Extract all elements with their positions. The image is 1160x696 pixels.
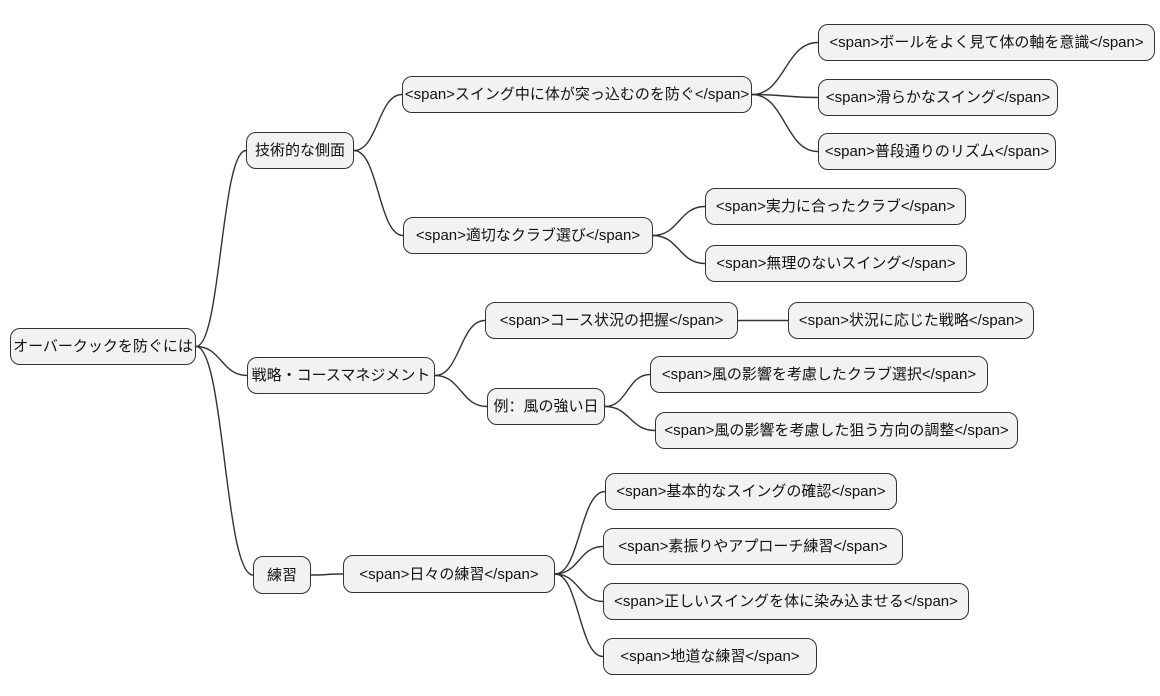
node-label: オーバークックを防ぐには (13, 338, 193, 355)
edge-root-prac (195, 345, 254, 576)
edge-root-tech (195, 149, 247, 348)
edge-root-strat (195, 345, 248, 377)
edge-p1-p1c (554, 573, 604, 603)
edge-tech-t1 (353, 93, 403, 152)
diagram-node-t1c: <span>普段通りのリズム</span> (818, 133, 1056, 170)
diagram-node-t2a: <span>実力に合ったクラブ</span> (705, 188, 966, 225)
node-label: 戦略・コースマネジメント (251, 367, 431, 384)
diagram-node-p1a: <span>基本的なスイングの確認</span> (605, 473, 897, 510)
diagram-node-s1: <span>コース状況の把握</span> (485, 302, 738, 339)
diagram-node-s2: 例：風の強い日 (487, 388, 605, 425)
diagram-node-t1b: <span>滑らかなスイング</span> (818, 79, 1058, 116)
node-label: <span>風の影響を考慮したクラブ選択</span> (661, 366, 977, 383)
node-label: <span>日々の練習</span> (359, 565, 539, 583)
edge-strat-s1 (434, 319, 486, 377)
edge-p1-p1a (554, 490, 606, 575)
edge-t2-t2a (652, 205, 706, 237)
edge-p1-p1b (554, 545, 604, 575)
diagram-node-s2b: <span>風の影響を考慮した狙う方向の調整</span> (655, 412, 1018, 449)
node-label: <span>無理のないスイング</span> (716, 255, 956, 272)
node-label: <span>素振りやアプローチ練習</span> (618, 538, 888, 555)
diagram-node-s2a: <span>風の影響を考慮したクラブ選択</span> (650, 356, 988, 393)
diagram-node-tech: 技術的な側面 (246, 132, 354, 169)
edge-s2-s2a (604, 373, 651, 408)
diagram-node-s1a: <span>状況に応じた戦略</span> (788, 302, 1034, 339)
diagram-node-p1: <span>日々の練習</span> (343, 555, 555, 593)
diagram-node-t1a: <span>ボールをよく見て体の軸を意識</span> (818, 24, 1155, 61)
edge-prac-p1 (310, 573, 344, 576)
edge-t2-t2b (652, 234, 706, 265)
node-label: <span>コース状況の把握</span> (499, 312, 724, 329)
diagram-node-prac: 練習 (253, 556, 311, 594)
node-label: 練習 (266, 566, 297, 584)
node-label: <span>ボールをよく見て体の軸を意識</span> (829, 34, 1144, 51)
diagram-node-root: オーバークックを防ぐには (10, 328, 196, 365)
node-label: <span>基本的なスイングの確認</span> (616, 483, 886, 500)
node-label: <span>普段通りのリズム</span> (824, 143, 1050, 160)
edge-t1-t1c (751, 93, 819, 153)
node-label: <span>風の影響を考慮した狙う方向の調整</span> (664, 422, 1009, 439)
node-label: <span>実力に合ったクラブ</span> (715, 198, 956, 215)
node-label: <span>正しいスイングを体に染み込ませる</span> (614, 593, 958, 610)
node-label: 技術的な側面 (254, 142, 345, 159)
edge-t1-t1b (751, 93, 819, 99)
diagram-node-p1b: <span>素振りやアプローチ練習</span> (603, 528, 903, 565)
diagram-node-t1: <span>スイング中に体が突っ込むのを防ぐ</span> (402, 76, 752, 113)
node-label: <span>滑らかなスイング</span> (825, 89, 1051, 106)
edge-t1-t1a (751, 41, 819, 96)
diagram-node-p1c: <span>正しいスイングを体に染み込ませる</span> (603, 583, 969, 620)
node-label: <span>適切なクラブ選び</span> (415, 227, 641, 244)
diagram-node-strat: 戦略・コースマネジメント (247, 357, 435, 394)
node-label: <span>状況に応じた戦略</span> (798, 312, 1024, 329)
node-label: <span>地道な練習</span> (620, 648, 800, 665)
node-label: <span>スイング中に体が突っ込むのを防ぐ</span> (404, 86, 750, 103)
diagram-node-t2b: <span>無理のないスイング</span> (705, 245, 967, 282)
edge-strat-s2 (434, 374, 488, 408)
edge-tech-t2 (353, 149, 404, 237)
edge-p1-p1d (554, 573, 604, 658)
node-label: 例：風の強い日 (493, 398, 599, 415)
edge-s2-s2b (604, 405, 656, 432)
diagram-node-t2: <span>適切なクラブ選び</span> (403, 217, 653, 254)
diagram-node-p1d: <span>地道な練習</span> (603, 638, 817, 675)
